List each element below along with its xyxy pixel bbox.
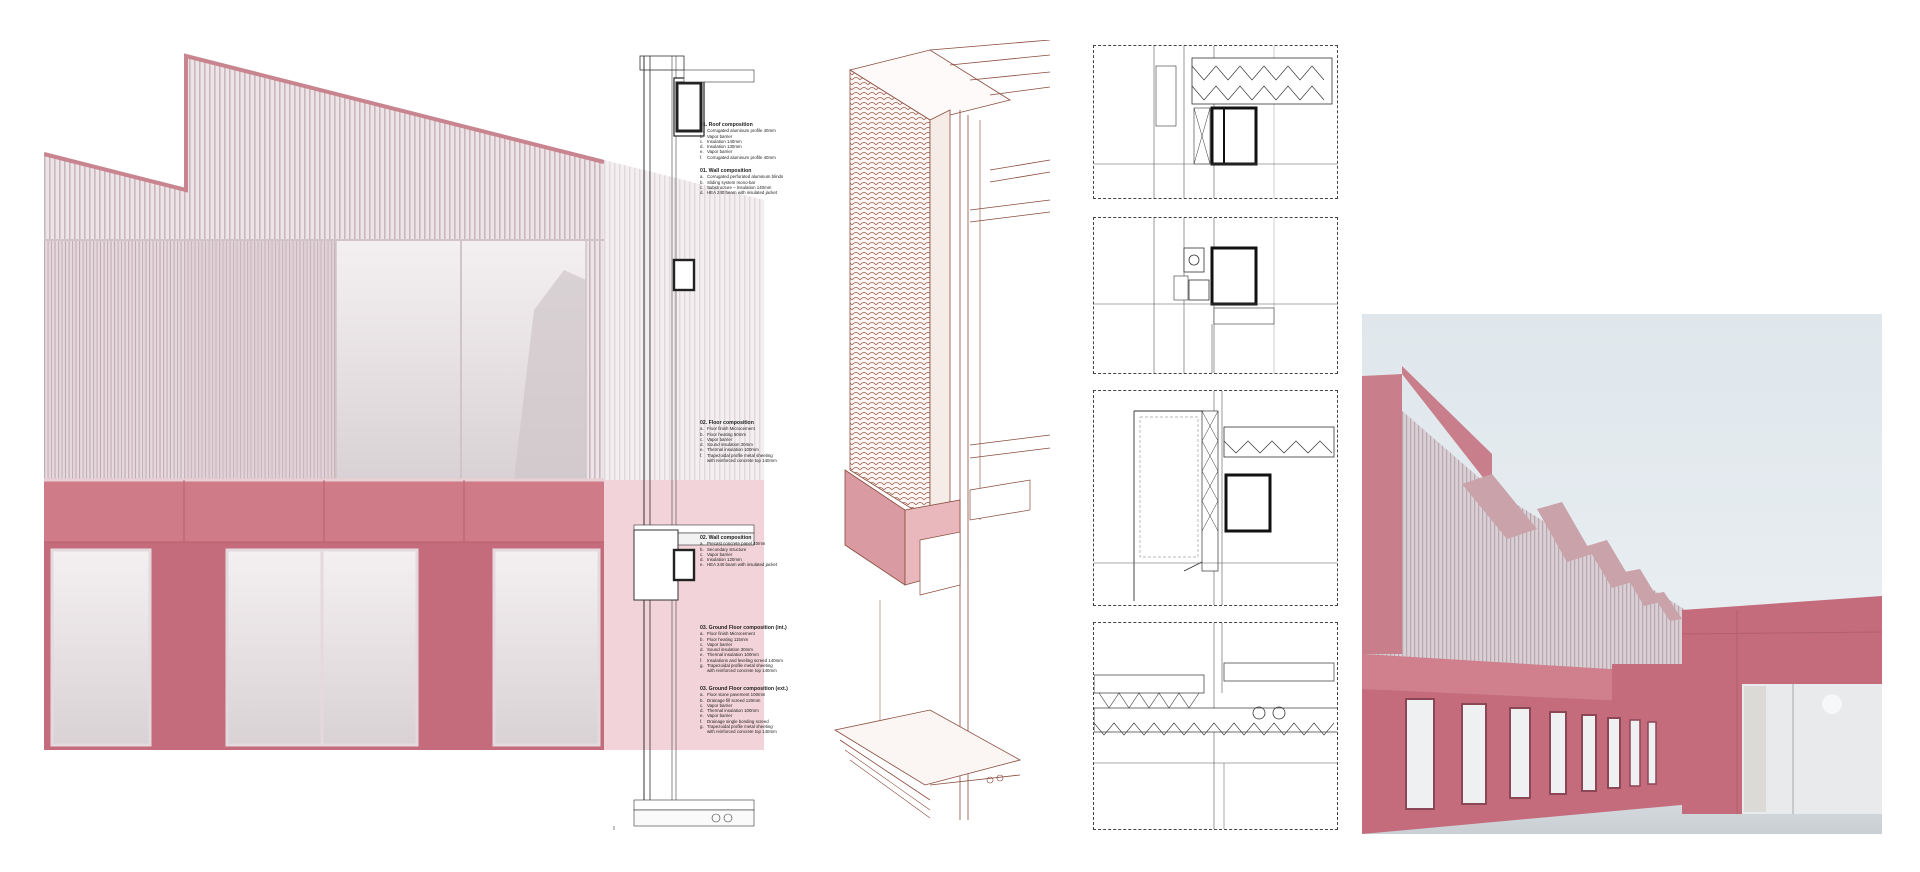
note-item: c.Insulation 140mm <box>700 138 742 144</box>
note-item: a.Floor finish Microcement <box>700 426 755 432</box>
note-item: d.Thermal insulation 100mm <box>700 708 759 714</box>
note-item: a.Corrugated aluminum profile 40mm <box>700 128 776 134</box>
note-item: g.Trapezoidal profile metal sheeting <box>700 662 773 668</box>
note-item: e.Vapor barrier <box>700 713 733 719</box>
render-window <box>1647 721 1657 785</box>
note-item: d.Sound insulation 30mm <box>700 647 753 653</box>
note-roof-composition: 01. Roof composition a.Corrugated alumin… <box>700 122 776 160</box>
note-item: c.Vapor barrier <box>700 551 733 557</box>
detail-ground-floor <box>1093 622 1338 830</box>
note-wall-composition-1: 01. Wall composition a.Corrugated perfor… <box>700 168 783 195</box>
note-wall-composition-2: 02. Wall composition a.Precast concrete … <box>700 535 777 568</box>
note-item: c.Vapor barrier <box>700 641 733 647</box>
note-floor-composition: 02. Floor composition a.Floor finish Mic… <box>700 420 777 463</box>
note-item: b.Floor heating 115mm <box>700 636 749 642</box>
note-title: 03. Ground Floor composition (ext.) <box>700 686 788 692</box>
note-item: a.Precast concrete panel 40mm <box>700 541 766 547</box>
note-item: b.Secondary structure <box>700 546 747 552</box>
note-item: d.Sound insulation 30mm <box>700 442 753 448</box>
note-title: 01. Roof composition <box>700 122 753 128</box>
render-window <box>1461 703 1487 805</box>
note-title: 03. Ground Floor composition (int.) <box>700 625 787 631</box>
facade-elevation <box>44 53 604 750</box>
note-item: with reinforced concrete top 140mm <box>707 457 777 463</box>
note-ground-floor-int: 03. Ground Floor composition (int.) a.Fl… <box>700 625 787 674</box>
ground-window-1 <box>50 548 152 747</box>
note-title: 02. Floor composition <box>700 420 754 426</box>
note-item: e.Thermal insulation 100mm <box>700 652 759 658</box>
note-item: b.Drainage fill screed 120mm <box>700 697 761 703</box>
note-item: f.Drainage single bonding screed <box>700 718 769 724</box>
note-item: b.Sliding system mono-bar <box>700 179 756 185</box>
wall-section <box>604 55 764 830</box>
note-item: d.Insulation 130mm <box>700 144 742 150</box>
note-item: f.Trapezoidal profile metal sheeting <box>700 452 773 458</box>
perforated-blinds <box>44 240 334 480</box>
courtyard-render <box>1362 314 1882 834</box>
note-item: g.Trapezoidal profile metal sheeting <box>700 723 773 729</box>
note-item: e.Vapor barrier <box>700 149 733 155</box>
render-window <box>1607 717 1621 789</box>
note-item: with reinforced concrete top 140mm <box>707 668 777 674</box>
ground-window-3 <box>492 548 601 747</box>
note-item: a.Floor stone pavement 100mm <box>700 692 766 698</box>
render-window <box>1549 711 1567 795</box>
render-window <box>1405 698 1435 810</box>
note-item: f.Insulations and leveling screed 140mm <box>700 657 783 663</box>
note-item: e.HEA 240 beam with insulated jacket <box>700 562 778 568</box>
note-item: e.Thermal insulation 100mm <box>700 447 759 453</box>
note-item: b.Floor heating 50mm <box>700 431 747 437</box>
note-item: b.Vapor barrier <box>700 133 733 139</box>
note-item: c.Vapor barrier <box>700 702 733 708</box>
note-title: 02. Wall composition <box>700 535 752 541</box>
detail-floor-junction <box>1093 390 1338 606</box>
note-item: f.Corrugated aluminum profile 40mm <box>700 154 776 160</box>
note-ground-floor-ext: 03. Ground Floor composition (ext.) a.Fl… <box>700 686 788 735</box>
note-title: 01. Wall composition <box>700 168 752 174</box>
note-item: d.HEA 240 beam with insulated jacket <box>700 190 778 196</box>
render-window <box>1581 714 1597 792</box>
axonometric-detail <box>833 40 1051 820</box>
note-item: d.Insulation 120mm <box>700 557 742 563</box>
render-window <box>1629 719 1641 787</box>
detail-roof-junction <box>1093 45 1338 199</box>
render-window <box>1509 707 1531 799</box>
detail-wall-beam <box>1093 217 1338 374</box>
note-item: c.Substructure – Insulation 140mm <box>700 184 772 190</box>
note-item: c.Vapor barrier <box>700 436 733 442</box>
note-item: a.Floor finish Microcement <box>700 631 755 637</box>
cladding-panel <box>849 69 931 521</box>
note-item: a.Corrugated perforated aluminum blinds <box>700 174 784 180</box>
note-item: with reinforced concrete top 140mm <box>707 729 777 735</box>
